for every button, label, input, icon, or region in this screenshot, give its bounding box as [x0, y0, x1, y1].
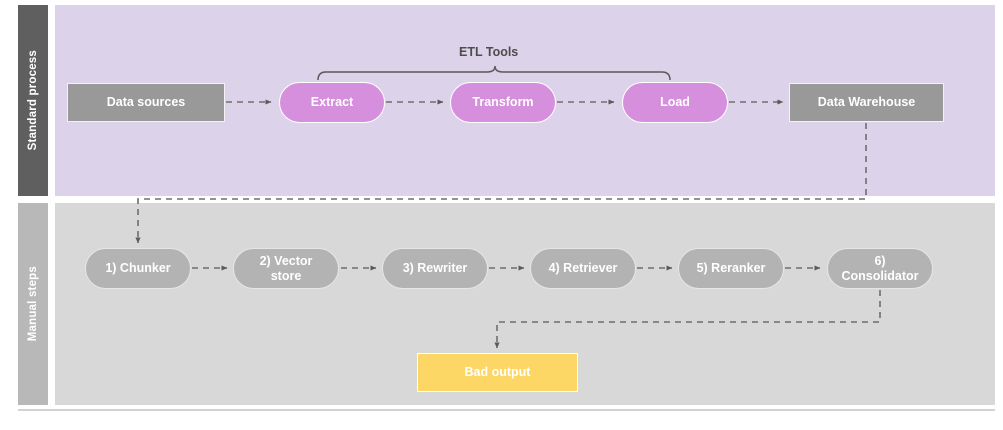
node-rewriter-label: 3) Rewriter	[402, 261, 468, 276]
node-bad-output-label: Bad output	[464, 365, 531, 380]
node-data-sources[interactable]: Data sources	[67, 83, 225, 122]
node-consolidator[interactable]: 6)Consolidator	[827, 248, 933, 289]
node-load[interactable]: Load	[622, 82, 728, 123]
node-retriever-label: 4) Retriever	[548, 261, 618, 276]
node-data-sources-label: Data sources	[106, 95, 186, 110]
node-rewriter[interactable]: 3) Rewriter	[382, 248, 488, 289]
node-reranker[interactable]: 5) Reranker	[678, 248, 784, 289]
bottom-divider	[18, 409, 995, 411]
band-label-manual-steps: Manual steps	[18, 203, 48, 405]
etl-tools-label: ETL Tools	[459, 45, 519, 59]
node-consolidator-label: 6)Consolidator	[841, 254, 919, 283]
node-transform[interactable]: Transform	[450, 82, 556, 123]
node-bad-output[interactable]: Bad output	[417, 353, 578, 392]
band-label-manual-steps-text: Manual steps	[27, 266, 39, 342]
node-data-warehouse[interactable]: Data Warehouse	[789, 83, 944, 122]
node-chunker-label: 1) Chunker	[105, 261, 171, 276]
node-extract-label: Extract	[310, 95, 354, 110]
node-chunker[interactable]: 1) Chunker	[85, 248, 191, 289]
node-reranker-label: 5) Reranker	[696, 261, 766, 276]
band-label-standard-process-text: Standard process	[27, 50, 39, 151]
node-retriever[interactable]: 4) Retriever	[530, 248, 636, 289]
node-data-warehouse-label: Data Warehouse	[817, 95, 916, 110]
band-label-standard-process: Standard process	[18, 5, 48, 196]
node-transform-label: Transform	[472, 95, 534, 110]
node-load-label: Load	[660, 95, 690, 110]
node-extract[interactable]: Extract	[279, 82, 385, 123]
